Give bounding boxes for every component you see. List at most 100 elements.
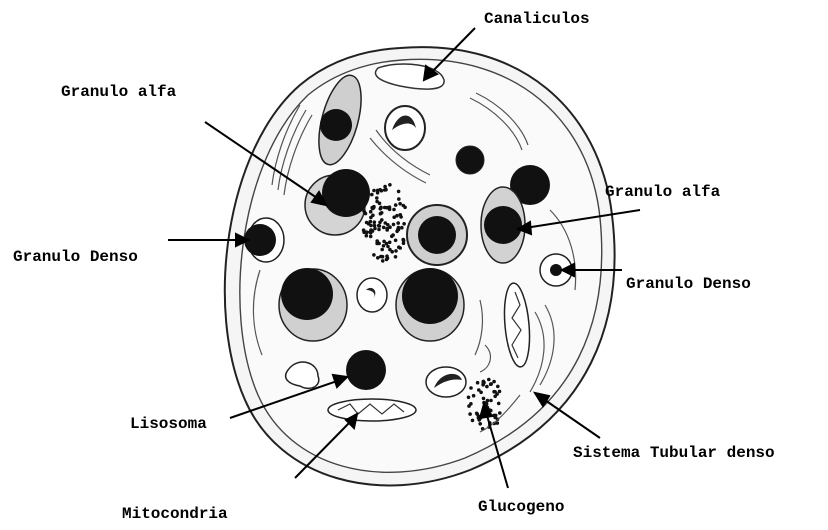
granule-crescent — [426, 367, 466, 397]
glycogen-dot — [388, 205, 392, 209]
glycogen-dot — [482, 380, 486, 384]
glycogen-dot — [378, 221, 382, 225]
glycogen-dot — [394, 249, 398, 253]
glycogen-dot — [369, 216, 373, 220]
label-canaliculos: Canaliculos — [484, 10, 590, 28]
label-lisosoma: Lisosoma — [130, 415, 207, 433]
mitocondria-shape — [328, 399, 416, 421]
glycogen-dot — [487, 378, 491, 382]
glycogen-dot — [375, 200, 379, 204]
glycogen-dot — [481, 383, 485, 387]
glycogen-dot — [362, 209, 366, 213]
glycogen-dot — [375, 242, 379, 246]
glycogen-dot — [380, 189, 384, 193]
glycogen-dot — [394, 203, 398, 207]
glycogen-dot — [390, 235, 394, 239]
glycogen-dot — [373, 220, 377, 224]
glycogen-dot — [388, 183, 392, 187]
glycogen-dot — [379, 206, 383, 210]
glycogen-dot — [399, 213, 403, 217]
glycogen-dot — [362, 228, 366, 232]
label-granulo-denso-left: Granulo Denso — [13, 248, 138, 266]
glycogen-dot — [390, 250, 394, 254]
glycogen-dot — [383, 188, 387, 192]
label-glucogeno: Glucogeno — [478, 498, 564, 516]
label-granulo-alfa-left: Granulo alfa — [61, 83, 176, 101]
glycogen-dot — [369, 235, 373, 239]
glycogen-dot — [478, 422, 482, 426]
glycogen-dot — [471, 419, 475, 423]
glycogen-dot — [381, 255, 385, 259]
granule-lower-center-core — [402, 268, 458, 324]
granule-lower-left-core — [281, 268, 333, 320]
glycogen-dot — [382, 244, 386, 248]
glycogen-dot — [388, 225, 392, 229]
label-granulo-denso-right: Granulo Denso — [626, 275, 751, 293]
glycogen-dot — [497, 402, 501, 406]
granulo-alfa-top-core — [320, 109, 352, 141]
glycogen-dot — [398, 246, 402, 250]
glycogen-dot — [384, 221, 388, 225]
glycogen-dot — [492, 390, 496, 394]
glycogen-dot — [482, 397, 486, 401]
glycogen-dot — [377, 228, 381, 232]
glycogen-dot — [365, 234, 369, 238]
glycogen-dot — [397, 197, 401, 201]
glycogen-dot — [467, 396, 471, 400]
glycogen-dot — [383, 185, 387, 189]
glycogen-dot — [489, 382, 493, 386]
glycogen-dot — [395, 214, 399, 218]
glycogen-dot — [376, 256, 380, 260]
glycogen-dot — [369, 210, 373, 214]
glycogen-dot — [378, 224, 382, 228]
granule-white — [385, 106, 425, 150]
granule-top-right — [456, 146, 484, 174]
glycogen-dot — [392, 208, 396, 212]
glycogen-dot — [489, 399, 493, 403]
glycogen-dot — [472, 394, 476, 398]
glycogen-dot — [365, 221, 369, 225]
glycogen-dot — [485, 385, 489, 389]
glycogen-dot — [372, 189, 376, 193]
glycogen-dot — [372, 206, 376, 210]
glycogen-dot — [498, 411, 502, 415]
glycogen-dot — [396, 221, 400, 225]
glycogen-dot — [486, 399, 490, 403]
glycogen-dot — [382, 226, 386, 230]
glycogen-dot — [402, 222, 406, 226]
glycogen-dot — [397, 226, 401, 230]
glycogen-dot — [397, 190, 401, 194]
glycogen-dot — [498, 390, 502, 394]
glycogen-dot — [467, 404, 471, 408]
glycogen-dot — [394, 239, 398, 243]
granule-small-white — [357, 278, 387, 312]
glycogen-dot — [400, 226, 404, 230]
glycogen-dot — [392, 223, 396, 227]
glycogen-dot — [371, 229, 375, 233]
glycogen-dot — [495, 392, 499, 396]
glycogen-dot — [385, 242, 389, 246]
granulo-alfa-right-core — [484, 206, 522, 244]
glycogen-dot — [379, 212, 383, 216]
glycogen-dot — [402, 204, 406, 208]
glycogen-dot — [369, 220, 373, 224]
glycogen-dot — [476, 381, 480, 385]
glycogen-dot — [468, 412, 472, 416]
glycogen-dot — [370, 193, 374, 197]
central-granule-core — [418, 216, 456, 254]
glycogen-dot — [380, 248, 384, 252]
glycogen-dot — [492, 380, 496, 384]
glycogen-dot — [373, 224, 377, 228]
glycogen-dot — [394, 255, 398, 259]
glycogen-dot — [375, 196, 379, 200]
glycogen-dot — [469, 386, 473, 390]
glycogen-dot — [402, 238, 406, 242]
label-mitocondria: Mitocondria — [122, 505, 228, 523]
label-granulo-alfa-right: Granulo alfa — [605, 183, 720, 201]
glycogen-dot — [388, 241, 392, 245]
label-sistema-tubular: Sistema Tubular denso — [573, 444, 775, 462]
glycogen-dot — [479, 391, 483, 395]
glycogen-dot — [398, 202, 402, 206]
glycogen-dot — [381, 259, 385, 263]
